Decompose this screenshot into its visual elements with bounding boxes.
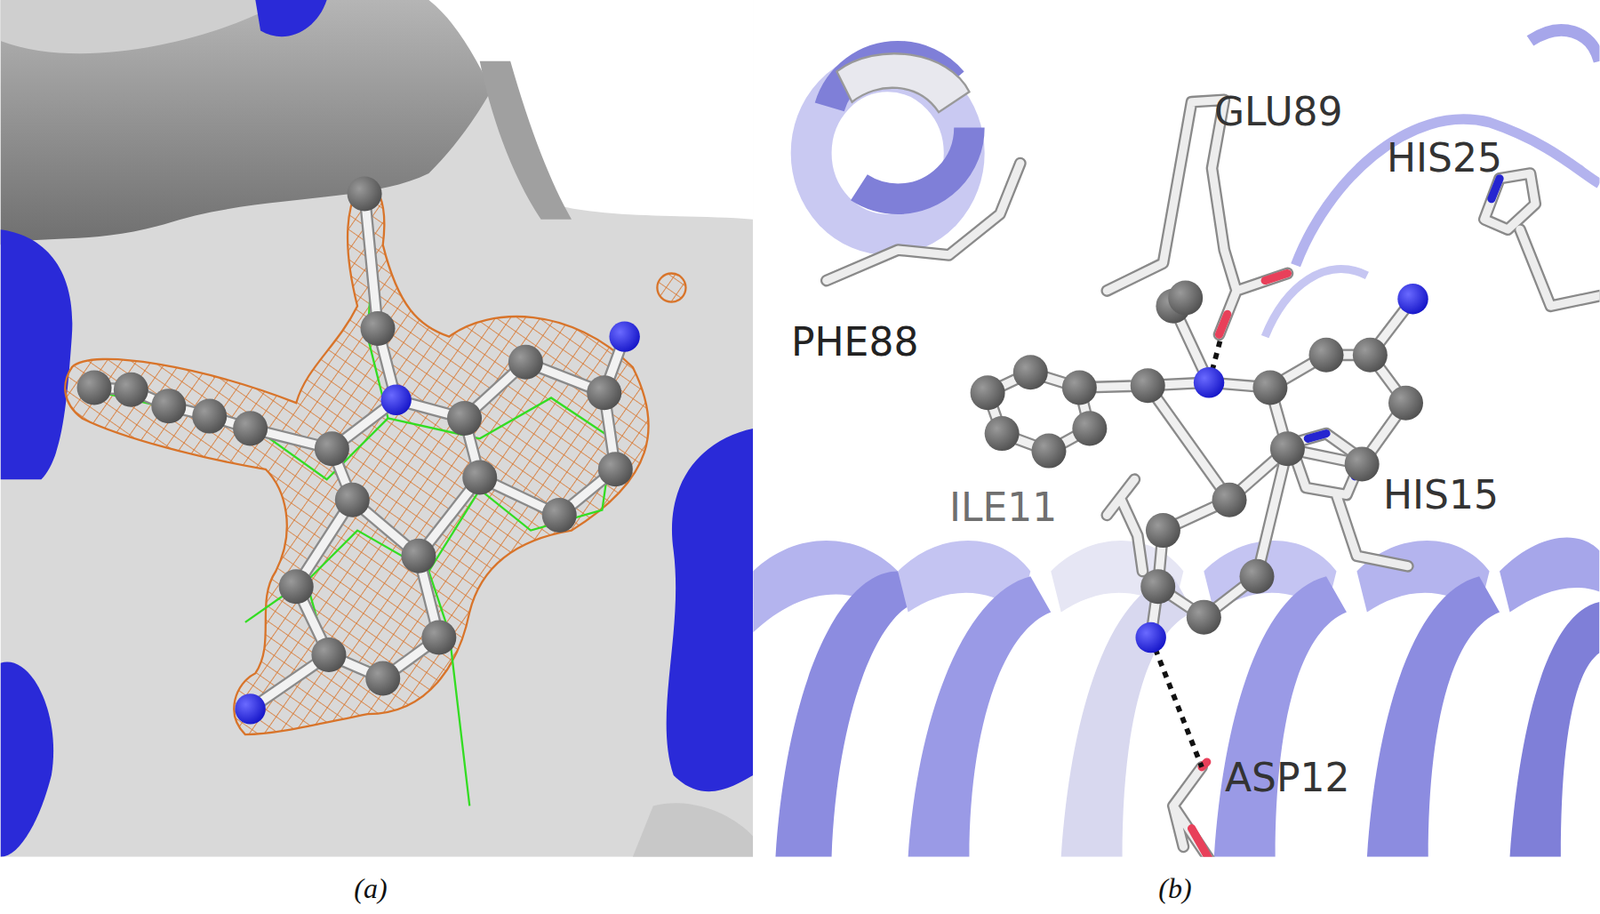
ribbon-panel xyxy=(752,0,1600,857)
residue-label: GLU89 xyxy=(1214,89,1344,136)
residue-label: PHE88 xyxy=(791,320,919,366)
panel-label: (a) xyxy=(353,872,387,905)
residue-label: HIS15 xyxy=(1383,472,1499,519)
residue-label: HIS25 xyxy=(1386,136,1503,182)
residue-label: ILE11 xyxy=(949,485,1057,531)
panel-label: (b) xyxy=(1158,872,1192,905)
residue-label: ASP12 xyxy=(1224,755,1351,801)
surface-panel xyxy=(0,0,754,857)
